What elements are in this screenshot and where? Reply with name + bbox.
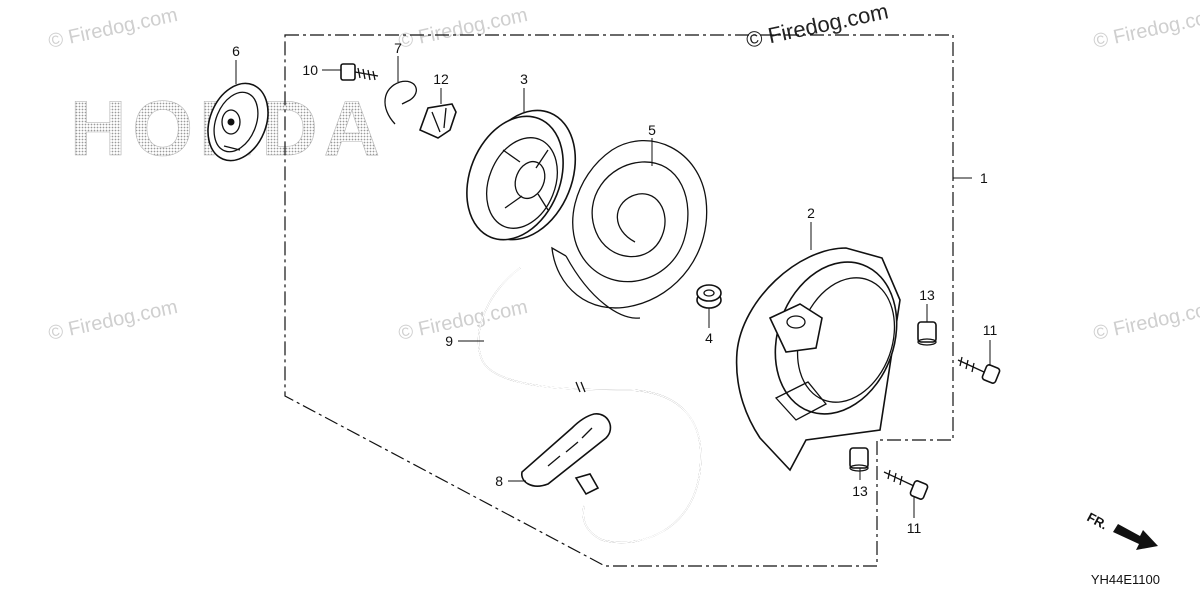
callout-6: 6	[232, 43, 240, 59]
part-13-collar	[917, 321, 937, 346]
part-11-flange-bolt	[957, 356, 1001, 384]
assembly-boundary	[284, 34, 954, 567]
callout-9: 9	[445, 333, 453, 349]
part-11-flange-bolt	[883, 469, 929, 500]
callout-11: 11	[907, 520, 922, 536]
part-5-recoil-spring	[551, 140, 708, 309]
watermark-text: © Firedog.com	[46, 4, 179, 53]
diagram-code: YH44E1100	[1091, 572, 1160, 587]
leader-lines	[235, 56, 991, 518]
watermark-main-text: © Firedog.com	[744, 0, 891, 53]
callout-8: 8	[495, 473, 503, 489]
callout-7: 7	[394, 40, 402, 56]
front-arrow-icon	[1113, 524, 1158, 550]
front-direction-indicator: FR.	[1085, 509, 1158, 550]
watermarks: © Firedog.com © Firedog.com © Firedog.co…	[46, 0, 1200, 345]
watermark-text: © Firedog.com	[1091, 296, 1200, 345]
callout-13: 13	[919, 287, 935, 303]
part-6-drive-cup	[207, 82, 269, 162]
callout-3: 3	[520, 71, 528, 87]
rope-break-mark	[575, 381, 586, 393]
callouts: 6 10 7 12 3 5 2 1 4 13 11 9 8 13 11	[232, 40, 997, 536]
watermark-text: © Firedog.com	[396, 4, 529, 53]
watermark-text: © Firedog.com	[1091, 4, 1200, 53]
callout-10: 10	[302, 62, 318, 78]
callout-13: 13	[852, 483, 868, 499]
part-4-grommet	[696, 284, 722, 309]
part-13-collar	[849, 447, 869, 472]
part-10-screw	[340, 63, 379, 81]
part-12-ratchet-pawl	[418, 103, 457, 139]
callout-2: 2	[807, 205, 815, 221]
part-7-spring-clip	[384, 80, 417, 125]
part-5-spring-tail	[565, 255, 641, 319]
callout-12: 12	[433, 71, 449, 87]
direction-label: FR.	[1085, 509, 1111, 532]
callout-11: 11	[983, 322, 998, 338]
callout-1: 1	[980, 170, 988, 186]
callout-4: 4	[705, 330, 713, 346]
watermark-text: © Firedog.com	[396, 296, 529, 345]
callout-5: 5	[648, 122, 656, 138]
part-8-starter-grip	[521, 413, 612, 496]
watermark-text: © Firedog.com	[46, 296, 179, 345]
part-2-starter-case	[735, 247, 901, 472]
part-3-reel-pulley	[466, 109, 577, 241]
